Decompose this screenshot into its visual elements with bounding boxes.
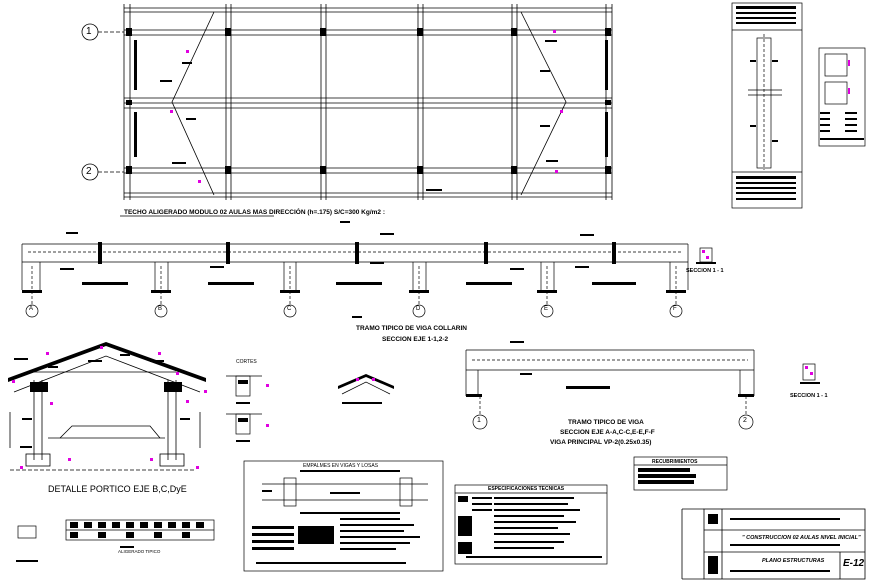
cortes-label: CORTES xyxy=(236,359,257,365)
title-block-project: " CONSTRUCCION 02 AULAS NIVEL INICIAL" xyxy=(742,535,861,541)
aligerado-fills xyxy=(16,522,204,562)
portico-fills xyxy=(8,342,206,448)
roof-plan-magenta-marks xyxy=(170,30,563,183)
beam-collarin-axis-f: F xyxy=(673,306,677,312)
roof-plan-columns xyxy=(126,28,611,191)
column-section-fills xyxy=(820,60,864,140)
beam-collarin-axis-d: D xyxy=(416,306,421,312)
cortes-sections xyxy=(226,375,262,435)
title-block xyxy=(681,508,866,580)
beam-principal-axis-2: 2 xyxy=(743,417,747,424)
beam-collarin-axis-e: E xyxy=(544,306,549,312)
title-block-fills xyxy=(708,514,840,574)
cortes-fills xyxy=(236,380,269,442)
axis-bubble-1 xyxy=(81,23,99,41)
beam-principal-elevation xyxy=(465,349,816,416)
beam-principal-axis-1: 1 xyxy=(477,417,481,424)
column-detail-fills xyxy=(736,6,796,200)
recubrimientos-title: RECUBRIMIENTOS xyxy=(652,459,698,465)
especificaciones-fills xyxy=(458,496,602,558)
especificaciones-box xyxy=(454,484,608,565)
axis-label-1: 1 xyxy=(86,26,92,37)
beam-collarin-section-label: SECCION 1 - 1 xyxy=(686,268,724,274)
empalmes-fills xyxy=(252,470,420,564)
empalmes-title: EMPALMES EN VIGAS Y LOSAS xyxy=(303,463,379,469)
beam-principal-section-label: SECCION 1 - 1 xyxy=(790,393,828,399)
beam-principal-subtitle: SECCION EJE A-A,C-C,E-E,F-F xyxy=(560,429,655,436)
ridge-fills xyxy=(338,374,394,404)
beam-collarin-fills xyxy=(22,232,716,318)
beam-principal-title: TRAMO TIPICO DE VIGA xyxy=(568,419,644,426)
beam-collarin-axis-a: A xyxy=(29,306,34,312)
axis-label-2: 2 xyxy=(86,166,92,177)
aligerado-detail xyxy=(17,519,215,541)
aligerado-label: ALIGERADO TIPICO xyxy=(118,549,161,554)
plan-title: TECHO ALIGERADO MODULO 02 AULAS MAS DIRE… xyxy=(124,209,385,216)
axis-bubble-2 xyxy=(81,163,99,181)
beam-principal-fills xyxy=(466,341,820,397)
beam-principal-axis-bubbles xyxy=(472,414,754,430)
title-block-code: E-12 xyxy=(843,558,865,569)
empalmes-box xyxy=(243,460,444,572)
recubrimientos-fills xyxy=(638,468,696,484)
beam-principal-subtitle2: VIGA PRINCIPAL VP-2(0.25x0.35) xyxy=(550,439,652,446)
beam-collarin-title: TRAMO TIPICO DE VIGA COLLARIN xyxy=(356,325,467,332)
beam-collarin-axis-b: B xyxy=(158,306,163,312)
especificaciones-title: ESPECIFICACIONES TECNICAS xyxy=(488,486,565,492)
portico-magenta-marks xyxy=(12,346,207,469)
beam-collarin-axis-bubbles xyxy=(25,304,683,318)
recubrimientos-box xyxy=(633,456,728,491)
portico-title: DETALLE PORTICO EJE B,C,DyE xyxy=(48,484,187,494)
column-detail-box xyxy=(731,2,803,209)
column-section-detail xyxy=(818,47,866,147)
title-block-sheet: PLANO ESTRUCTURAS xyxy=(762,558,825,564)
beam-collarin-axis-c: C xyxy=(287,306,292,312)
beam-collarin-subtitle: SECCION EJE 1-1,2-2 xyxy=(382,336,449,343)
